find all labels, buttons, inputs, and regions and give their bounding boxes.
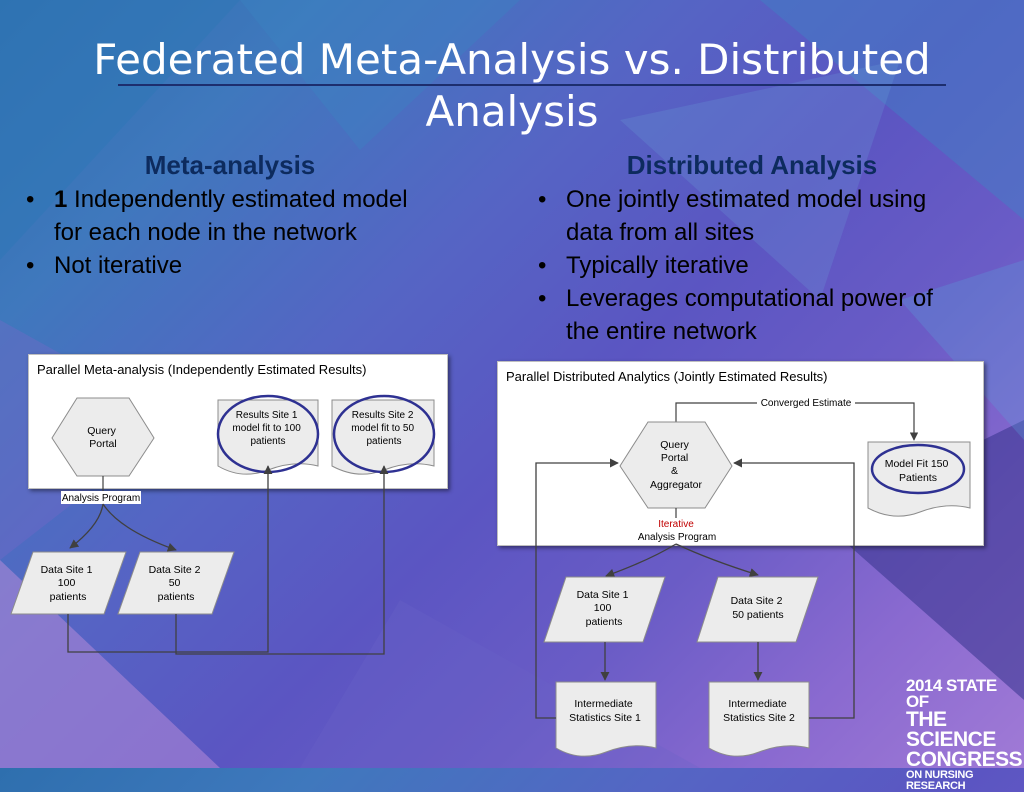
data-site2-parallelogram: [117, 551, 235, 615]
query-portal-label: Portal: [89, 438, 116, 450]
data-site1-label: 100: [58, 577, 76, 589]
results-site1-label: patients: [250, 436, 285, 447]
stats-site2-label: Intermediate: [728, 698, 787, 710]
svg-text:Model Fit 150 Patients: Model Fit 150 Patients: [885, 458, 952, 484]
bullet-item: • 1 Independently estimated model for eac…: [20, 183, 440, 249]
data-site1-label: Data Site 1: [41, 564, 93, 576]
distributed-analysis-bullets: • One jointly estimated model using data …: [532, 183, 952, 348]
bullet-bold: 1: [54, 186, 68, 213]
slide-title: Federated Meta-Analysis vs. Distributed …: [93, 35, 931, 136]
svg-text:Intermediate Statistics Si: Intermediate Statistics Site 2: [723, 698, 795, 724]
data-site1-parallelogram: [10, 551, 127, 615]
results-site2-label: Results Site 2: [352, 410, 414, 421]
connector-site1-to-results1: [67, 465, 273, 653]
connector-to-data-site1: [605, 543, 677, 578]
distributed-analysis-column: Distributed Analysis • One jointly estima…: [532, 150, 952, 348]
bullet-item: • Leverages computational power of the en…: [532, 282, 952, 348]
query-portal-hexagon: [51, 397, 155, 477]
bullet-text: One jointly estimated model using data f…: [566, 186, 927, 246]
bullet-icon: •: [538, 186, 547, 213]
meta-analysis-bullets: • 1 Independently estimated model for eac…: [20, 183, 440, 282]
stats-site2-document: [708, 681, 810, 757]
svg-text:Data Site 2 50 patients: Data Site 2 50 patients: [731, 595, 786, 621]
aggregator-label: &: [671, 465, 678, 477]
results-site2-label: patients: [366, 436, 401, 447]
connector-to-data-site2: [675, 543, 759, 577]
data-site1-label: patients: [50, 591, 87, 603]
results-site1-label: Results Site 1: [236, 410, 298, 421]
stats-site1-label: Intermediate: [574, 698, 633, 710]
bullet-text: Independently estimated model for each n…: [54, 186, 408, 246]
svg-text:Query Portal & Agg: Query Portal & Aggregator: [650, 439, 702, 491]
svg-text:Data Site 1 100 patien: Data Site 1 100 patients: [577, 589, 632, 628]
distributed-analysis-heading: Distributed Analysis: [626, 150, 878, 180]
logo-line: ON NURSING RESEARCH: [906, 769, 974, 792]
feedback-loop-site2: [733, 458, 855, 719]
logo-line: CONGRESS: [906, 748, 1023, 772]
data-site2-label: patients: [158, 591, 195, 603]
aggregator-label: Portal: [661, 452, 688, 464]
converged-label-bg: [757, 397, 855, 409]
converged-estimate-label: Converged Estimate: [761, 398, 852, 409]
iterative-label: Iterative: [658, 519, 694, 530]
svg-text:Query Portal: Query Portal: [87, 425, 119, 450]
conference-logo: 2014 STATE OF THE SCIENCE CONGRESS ON NU…: [906, 676, 1023, 792]
svg-text:Data Site 1 100 patien: Data Site 1 100 patients: [41, 564, 96, 603]
bullet-text: Typically iterative: [566, 252, 749, 279]
bullet-icon: •: [538, 285, 547, 312]
stats-site1-label: Statistics Site 1: [569, 712, 641, 724]
svg-text:Data Site 2 50 patient: Data Site 2 50 patients: [149, 564, 204, 603]
bullet-text: Not iterative: [54, 252, 183, 279]
meta-analysis-panel-title: Parallel Meta-analysis (Independently Es…: [37, 362, 367, 377]
bullet-icon: •: [538, 252, 547, 279]
meta-analysis-heading: Meta-analysis: [144, 150, 316, 180]
title-underline: [118, 84, 946, 86]
distributed-panel-title: Parallel Distributed Analytics (Jointly …: [506, 369, 828, 384]
model-fit-label: Patients: [899, 472, 937, 484]
query-portal-label: Query: [87, 425, 116, 437]
analysis-program-label: Analysis Program: [638, 532, 716, 543]
model-fit-document: [867, 441, 971, 517]
aggregator-label: Query: [660, 439, 689, 451]
logo-line: 2014 STATE OF: [906, 676, 997, 712]
bullet-text: Leverages computational power of the ent…: [566, 285, 933, 345]
flow-diagram: Query Portal Results Site 1 model fit to…: [10, 394, 971, 757]
model-fit-highlight: [870, 443, 966, 495]
bullet-item: • Not iterative: [20, 249, 440, 282]
logo-line: THE SCIENCE: [906, 708, 996, 752]
bullet-icon: •: [26, 252, 35, 279]
data-site1-parallelogram: [543, 576, 666, 643]
bullet-item: • One jointly estimated model using data …: [532, 183, 952, 249]
connector-to-data-site2: [102, 503, 177, 552]
data-site1-label: patients: [586, 616, 623, 628]
data-site2-label: 50: [169, 577, 181, 589]
model-fit-label: Model Fit 150: [885, 458, 949, 470]
svg-text:Results Site 1 model fit t: Results Site 1 model fit to 100 patients: [232, 410, 303, 447]
analysis-program-label-bg: [61, 491, 141, 504]
aggregator-label: Aggregator: [650, 479, 702, 491]
connector-to-data-site1: [69, 503, 104, 549]
data-site1-label: Data Site 1: [577, 589, 629, 601]
feedback-loop-site1: [535, 458, 619, 719]
svg-text:Intermediate Statistics Si: Intermediate Statistics Site 1: [569, 698, 641, 724]
connector-site2-to-results2: [175, 465, 389, 655]
bullet-item: • Typically iterative: [532, 249, 952, 282]
data-site2-label: 50 patients: [732, 609, 783, 621]
query-portal-aggregator-hexagon: [619, 421, 733, 509]
data-site2-label: Data Site 2: [149, 564, 201, 576]
analysis-program-label: Analysis Program: [62, 493, 140, 504]
svg-text:Results Site 2 model fit t: Results Site 2 model fit to 50 patients: [351, 410, 417, 447]
data-site1-label: 100: [594, 602, 612, 614]
results-site2-label: model fit to 50: [351, 423, 414, 434]
results-site1-label: model fit to 100: [232, 423, 301, 434]
bullet-icon: •: [26, 186, 35, 213]
data-site2-parallelogram: [696, 576, 819, 643]
stats-site2-label: Statistics Site 2: [723, 712, 795, 724]
stats-site1-document: [555, 681, 657, 757]
meta-analysis-column: Meta-analysis • 1 Independently estimated…: [20, 150, 440, 282]
data-site2-label: Data Site 2: [731, 595, 783, 607]
